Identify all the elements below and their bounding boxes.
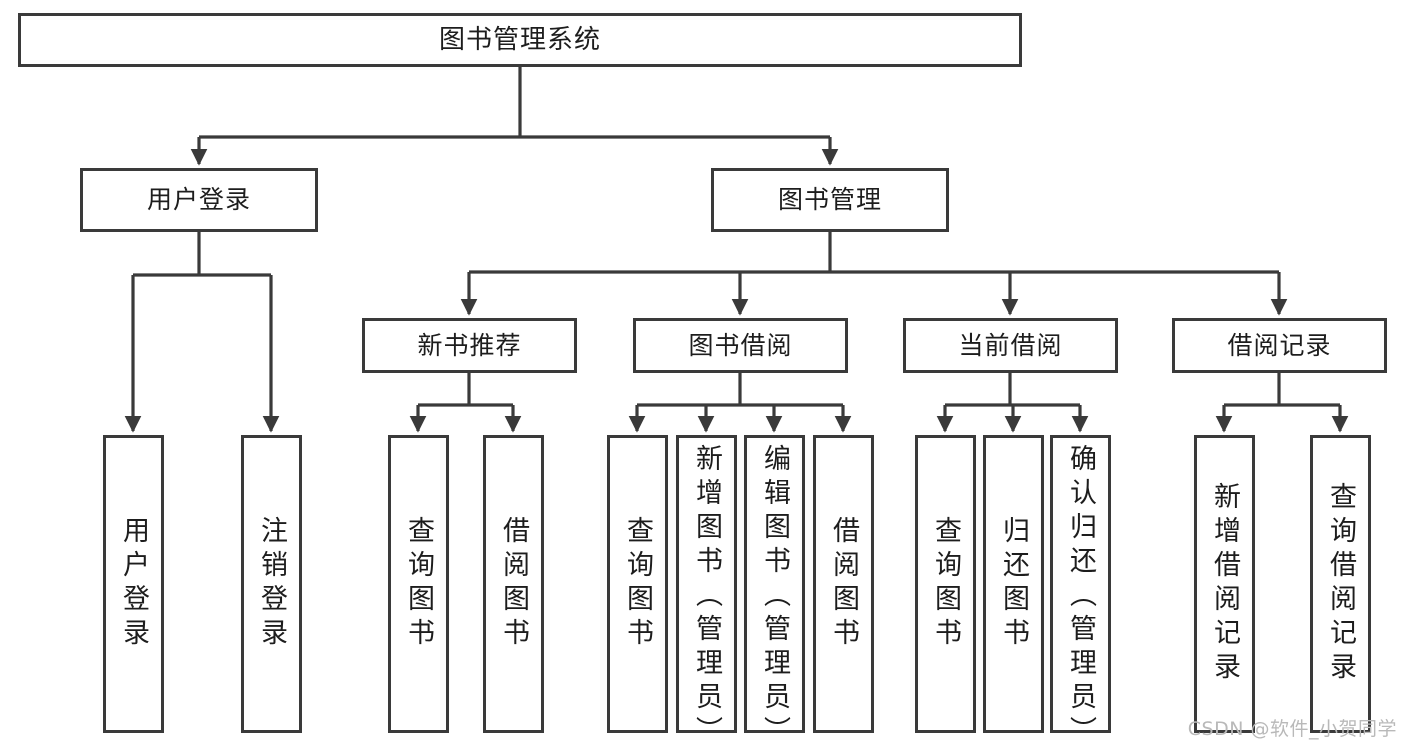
node-label: 确认归还（管理员） [1065, 444, 1096, 747]
node-label: 图书管理 [777, 185, 882, 215]
leaf-query-book-borrow[interactable]: 查询图书 [607, 435, 668, 733]
leaf-add-borrow-record[interactable]: 新增借阅记录 [1194, 435, 1255, 733]
node-label: 新书推荐 [417, 330, 522, 360]
node-label: 借阅记录 [1227, 330, 1332, 360]
leaf-return-book[interactable]: 归还图书 [983, 435, 1044, 733]
node-label: 编辑图书（管理员） [759, 444, 790, 747]
node-label: 当前借阅 [958, 330, 1063, 360]
csdn-watermark: CSDN @软件_小贺同学 [1187, 718, 1397, 740]
leaf-query-book-current[interactable]: 查询图书 [915, 435, 976, 733]
leaf-confirm-return-admin[interactable]: 确认归还（管理员） [1050, 435, 1111, 747]
node-label: 借阅图书 [828, 516, 859, 652]
leaf-user-login[interactable]: 用户登录 [103, 435, 164, 733]
node-label: 查询图书 [930, 516, 961, 652]
node-book-borrow[interactable]: 图书借阅 [633, 318, 848, 373]
node-new-book-recommend[interactable]: 新书推荐 [362, 318, 577, 373]
node-label: 注销登录 [256, 516, 287, 652]
node-user-login[interactable]: 用户登录 [80, 168, 318, 232]
node-borrow-record[interactable]: 借阅记录 [1172, 318, 1387, 373]
leaf-borrow-book-recommend[interactable]: 借阅图书 [483, 435, 544, 733]
node-label: 查询借阅记录 [1325, 482, 1356, 686]
node-current-borrow[interactable]: 当前借阅 [903, 318, 1118, 373]
leaf-logout[interactable]: 注销登录 [241, 435, 302, 733]
node-label: 图书借阅 [688, 330, 793, 360]
node-book-management[interactable]: 图书管理 [711, 168, 949, 232]
node-label: 用户登录 [118, 516, 149, 652]
leaf-query-borrow-record[interactable]: 查询借阅记录 [1310, 435, 1371, 733]
node-label: 归还图书 [998, 516, 1029, 652]
node-label: 新增图书（管理员） [691, 444, 722, 747]
node-label: 查询图书 [622, 516, 653, 652]
leaf-add-book-admin[interactable]: 新增图书（管理员） [676, 435, 737, 747]
leaf-borrow-book-borrow[interactable]: 借阅图书 [813, 435, 874, 733]
node-label: 图书管理系统 [438, 24, 601, 55]
node-label: 用户登录 [146, 185, 251, 215]
leaf-query-book-recommend[interactable]: 查询图书 [388, 435, 449, 733]
node-root-system[interactable]: 图书管理系统 [18, 13, 1022, 67]
node-label: 查询图书 [403, 516, 434, 652]
node-label: 新增借阅记录 [1209, 482, 1240, 686]
node-label: 借阅图书 [498, 516, 529, 652]
leaf-edit-book-admin[interactable]: 编辑图书（管理员） [744, 435, 805, 747]
